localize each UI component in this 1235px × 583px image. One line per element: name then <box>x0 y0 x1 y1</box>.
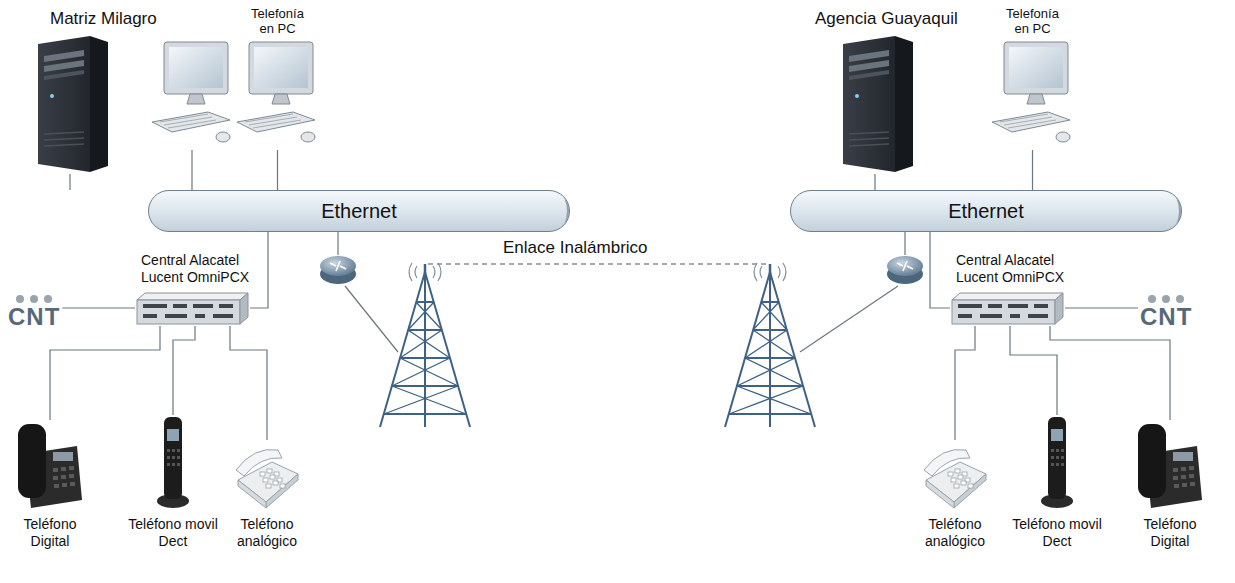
pbx-icon <box>135 290 250 326</box>
phone-node: Teléfono Digital <box>1125 410 1215 550</box>
logo-dot <box>44 295 52 303</box>
phone-node: Teléfono analógico <box>222 410 312 550</box>
network-wire <box>955 326 975 440</box>
network-wire <box>62 307 135 308</box>
wireless-link <box>425 264 770 270</box>
network-wire <box>930 232 950 308</box>
digital-phone-icon <box>1135 420 1205 510</box>
network-wire <box>874 174 875 190</box>
phone-icon-holder <box>15 410 85 510</box>
phone-label: Teléfono Digital <box>5 516 95 550</box>
server-node: Matriz Milagro <box>30 8 157 174</box>
phone-icon-holder <box>232 410 302 510</box>
phone-icon-holder <box>1135 410 1205 510</box>
band-node: Ethernet <box>148 190 570 232</box>
phone-node: Teléfono movil Dect <box>128 410 218 550</box>
digital-phone-icon <box>15 420 85 510</box>
server-node: Agencia Guayaquil <box>815 8 958 174</box>
network-wire <box>1050 326 1170 420</box>
logo-dot <box>1148 295 1156 303</box>
pc-label: Telefonía en PC <box>245 6 311 36</box>
phone-icon-holder <box>920 410 990 510</box>
site-title: Agencia Guayaquil <box>815 8 958 30</box>
network-wire <box>69 174 70 190</box>
phone-node: Teléfono Digital <box>5 410 95 550</box>
ethernet-label: Ethernet <box>321 199 397 223</box>
logo-dots <box>1146 294 1186 304</box>
phone-label: Teléfono analógico <box>910 516 1000 550</box>
phone-node: Teléfono analógico <box>910 410 1000 550</box>
pc-node: Telefonía en PC <box>990 6 1075 150</box>
cnt-node: CNT <box>1140 294 1192 330</box>
pc-icon <box>152 42 230 142</box>
pc-node: Telefonía en PC <box>235 6 320 150</box>
router-tower-wire <box>345 286 398 352</box>
network-wire <box>250 232 268 308</box>
pc-wire <box>191 150 192 190</box>
logo-dot <box>30 295 38 303</box>
router-wire <box>904 232 905 255</box>
network-wire <box>230 326 267 440</box>
phone-label: Teléfono movil Dect <box>128 516 218 550</box>
network-wire <box>1065 307 1138 308</box>
network-wire <box>277 150 278 190</box>
phone-node: Teléfono movil Dect <box>1012 410 1102 550</box>
network-wire <box>173 326 195 415</box>
router-icon <box>320 256 356 284</box>
carrier-logo: CNT <box>8 304 60 330</box>
cnt-node: CNT <box>8 294 60 330</box>
router-tower-wire <box>800 286 898 352</box>
router-icon <box>887 256 923 284</box>
pc-icon <box>990 40 1075 150</box>
band-node: Ethernet <box>790 190 1182 232</box>
site-title: Matriz Milagro <box>30 8 157 30</box>
server-icon <box>835 34 915 174</box>
logo-dot <box>16 295 24 303</box>
phone-icon-holder <box>155 410 191 510</box>
phone-label: Teléfono movil Dect <box>1012 516 1102 550</box>
pbx-node: Central Alacatel Lucent OmniPCX <box>950 252 1078 326</box>
network-wire <box>1032 150 1033 190</box>
pc-icon <box>235 40 320 150</box>
radio-tower <box>725 263 815 427</box>
logo-dot <box>1162 295 1170 303</box>
phone-icon-holder <box>1039 410 1075 510</box>
pc-label: Telefonía en PC <box>1000 6 1066 36</box>
analog-phone-icon <box>232 440 302 510</box>
ethernet-label: Ethernet <box>948 199 1024 223</box>
phone-label: Teléfono Digital <box>1125 516 1215 550</box>
pbx-icon <box>950 290 1065 326</box>
network-wire <box>50 326 160 420</box>
pbx-node: Central Alacatel Lucent OmniPCX <box>135 252 263 326</box>
pbx-label: Central Alacatel Lucent OmniPCX <box>950 252 1078 286</box>
pbx-label: Central Alacatel Lucent OmniPCX <box>135 252 263 286</box>
analog-phone-icon <box>920 440 990 510</box>
radio-tower <box>380 263 470 427</box>
logo-dots <box>14 294 54 304</box>
phone-label: Teléfono analógico <box>222 516 312 550</box>
link-label: Enlace Inalámbrico <box>503 238 648 258</box>
server-icon <box>30 34 110 174</box>
dect-phone-icon <box>1039 415 1075 510</box>
carrier-logo: CNT <box>1140 304 1192 330</box>
logo-dot <box>1176 295 1184 303</box>
layout-wires <box>192 150 905 352</box>
router-wire <box>337 232 338 255</box>
dect-phone-icon <box>155 415 191 510</box>
